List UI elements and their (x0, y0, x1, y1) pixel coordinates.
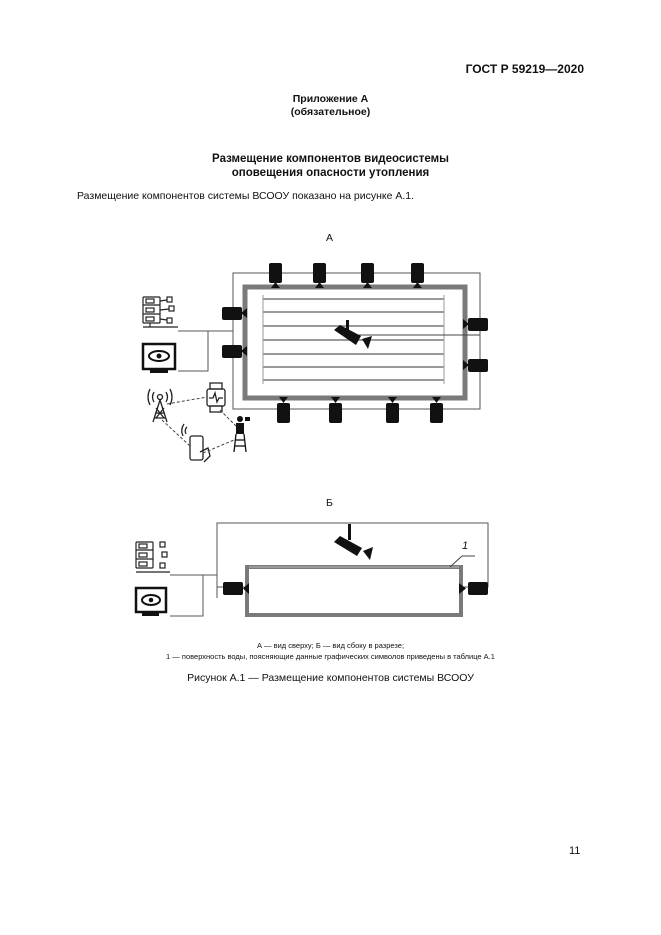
cctv-camera-icon (334, 524, 373, 560)
body-paragraph: Размещение компонентов системы ВСООУ пок… (77, 190, 415, 202)
monitor-eye-icon (141, 342, 177, 373)
section-title: Размещение компонентов видеосистемы опов… (0, 152, 661, 180)
figure-legend: А — вид сверху; Б — вид сбоку в разрезе;… (0, 640, 661, 662)
view-b-label: Б (326, 497, 333, 509)
appendix-heading: Приложение А (обязательное) (0, 93, 661, 119)
appendix-title: Приложение А (292, 93, 369, 105)
lifeguard-icon (233, 416, 250, 453)
section-title-line1: Размещение компонентов видеосистемы (212, 153, 449, 165)
standard-number: ГОСТ Р 59219—2020 (465, 62, 584, 76)
wiring-left-a (178, 330, 233, 372)
legend-line-1: А — вид сверху; Б — вид сбоку в разрезе; (256, 641, 405, 650)
server-icon (135, 541, 170, 573)
server-icon (142, 296, 178, 328)
legend-line-2: 1 — поверхность воды, поясняющие данные … (166, 652, 495, 661)
monitor-eye-icon (134, 586, 168, 616)
view-a-label: А (326, 232, 334, 244)
underwater-camera-icon (222, 263, 488, 423)
cctv-camera-icon (334, 320, 480, 349)
smartwatch-icon (206, 382, 226, 413)
appendix-status: (обязательное) (290, 106, 371, 118)
callout-1: 1 (462, 540, 469, 552)
pool-side-view (216, 522, 489, 617)
radio-tower-icon (147, 388, 173, 423)
page-number: 11 (569, 845, 581, 857)
figure-caption: Рисунок А.1 — Размещение компонентов сис… (187, 672, 474, 684)
section-title-line2: оповещения опасности утопления (231, 167, 430, 179)
smartphone-icon (181, 423, 211, 463)
pool-top-view (222, 263, 488, 423)
wireless-links (161, 396, 237, 454)
